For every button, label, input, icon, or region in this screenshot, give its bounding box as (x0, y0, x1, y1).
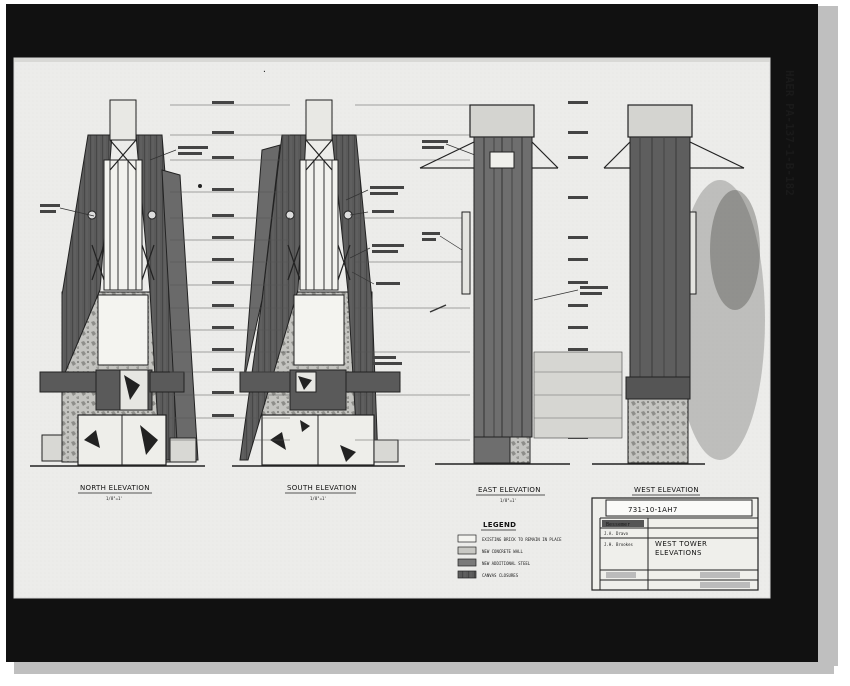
north-elevation-title: NORTH ELEVATION (80, 484, 150, 492)
legend-swatch-existing (457, 534, 477, 543)
company-name: Bessemer (606, 522, 630, 528)
leader-lines (59, 143, 579, 313)
top-mark: · (262, 67, 267, 76)
legend-item-concrete: NEW CONCRETE WALL (482, 549, 524, 554)
name-1: J.A. Dravo (604, 531, 629, 536)
frame-shadow-bottom (14, 660, 834, 674)
west-elevation-title: WEST ELEVATION (634, 486, 699, 494)
name-2: J.H. Brookes (604, 542, 633, 547)
legend-swatch-concrete (457, 546, 477, 555)
title-block: 731-10-1AH7 Bessemer J.A. Dravo J.H. Bro… (591, 497, 759, 591)
legend-item-steel: NEW ADDITIONAL STEEL (482, 561, 531, 566)
west-elevation (592, 104, 745, 465)
edge-code: HAER PA-137-1-B-182 (783, 70, 796, 196)
legend: LEGEND EXISTING BRICK TO REMAIN IN PLACE… (457, 521, 562, 579)
east-elevation-scale: 1/8"=1' (500, 498, 517, 503)
south-elevation-title: SOUTH ELEVATION (287, 484, 357, 492)
north-elevation-scale: 1/8"=1' (106, 496, 123, 501)
legend-swatch-steel (457, 558, 477, 567)
legend-item-canvas: CANVAS CLOSURES (482, 573, 519, 578)
drawing-number: 731-10-1AH7 (628, 506, 678, 514)
east-elevation (419, 104, 623, 465)
north-elevation (30, 99, 205, 467)
sheet-title: WEST TOWER ELEVATIONS (655, 540, 708, 557)
frame-shadow-right (818, 6, 838, 666)
east-elevation-title: EAST ELEVATION (478, 486, 541, 494)
sheet-title-box: WEST TOWER ELEVATIONS (655, 540, 708, 557)
legend-heading: LEGEND (483, 521, 516, 529)
legend-swatch-canvas (457, 570, 477, 579)
legend-item-existing: EXISTING BRICK TO REMAIN IN PLACE (482, 537, 562, 542)
level-lines (170, 104, 470, 441)
south-elevation-scale: 1/8"=1' (310, 496, 327, 501)
